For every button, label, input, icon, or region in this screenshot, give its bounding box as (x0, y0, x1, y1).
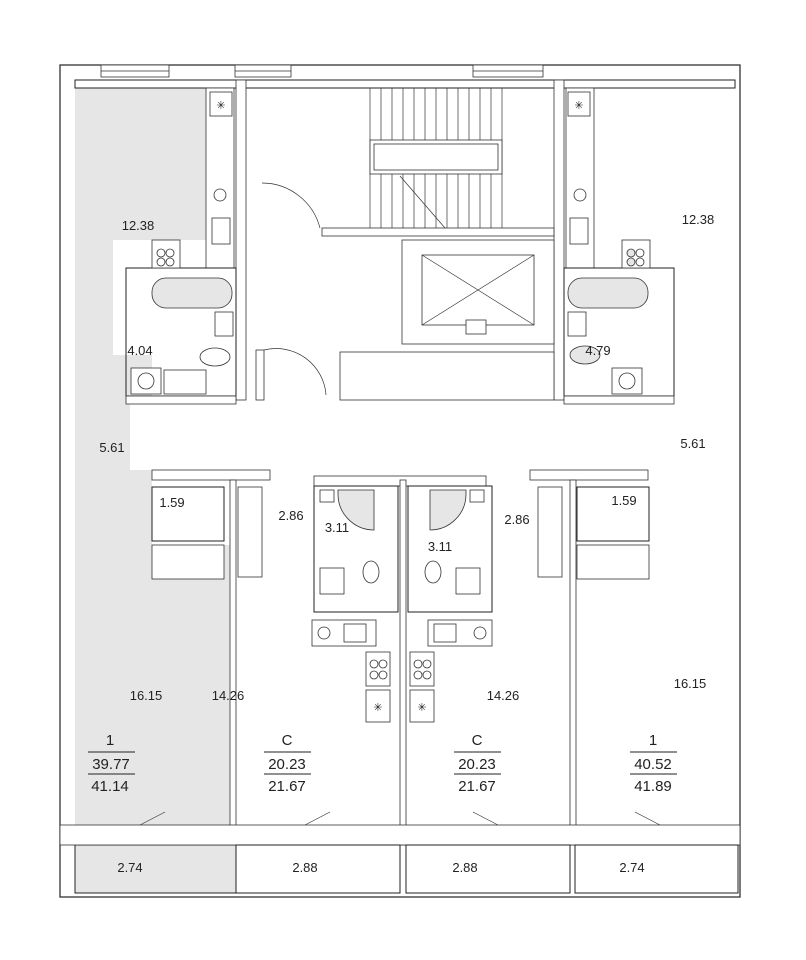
area-left-hall: 5.61 (99, 440, 124, 455)
fridge-icon: ✳ (373, 701, 382, 714)
sink-icon (569, 217, 589, 245)
unit-living-area: 20.23 (458, 756, 496, 773)
top-windows (100, 64, 544, 78)
area-right-living: 16.15 (674, 676, 707, 691)
dishwasher-icon (317, 626, 331, 640)
unit-type: С (282, 732, 293, 749)
balcony-door-4[interactable] (634, 811, 661, 826)
washing-machine-icon (319, 567, 345, 595)
washbasin-icon (567, 311, 587, 337)
area-right-closet: 1.59 (611, 493, 636, 508)
door-stair-upper[interactable] (261, 182, 321, 229)
toilet-icon (424, 560, 442, 584)
area-studio-left-room: 14.26 (212, 688, 245, 703)
studio-left-fixtures: ✳ (311, 489, 391, 723)
unit-total-area: 21.67 (458, 778, 496, 795)
fridge-icon: ✳ (417, 701, 426, 714)
unit-type: 1 (649, 732, 657, 749)
unit-living-area: 20.23 (268, 756, 306, 773)
toilet-icon (569, 345, 601, 365)
stove-icon (626, 248, 636, 258)
unit-summary-1[interactable]: 1 39.77 41.14 (88, 732, 135, 795)
washbasin-icon (319, 489, 335, 503)
left-kitchen-fixtures: ✳ (130, 91, 234, 395)
apartment-1-left-highlight[interactable] (75, 88, 206, 545)
shower-icon (337, 489, 375, 531)
area-studio-left-bath: 3.11 (325, 520, 349, 535)
unit-summary-3[interactable]: С 20.23 21.67 (454, 732, 501, 795)
balcony-door-2[interactable] (304, 811, 331, 826)
sink-icon (211, 217, 231, 245)
fridge-icon: ✳ (574, 99, 583, 112)
balcony-door-1[interactable] (139, 811, 166, 826)
area-studio-right-room: 14.26 (487, 688, 520, 703)
balcony-area-3: 2.88 (452, 860, 477, 875)
toilet-icon (199, 347, 231, 367)
area-left-closet: 1.59 (159, 495, 184, 510)
bathtub-icon (151, 277, 233, 309)
stove-icon (365, 651, 391, 687)
dishwasher-icon (213, 188, 227, 202)
area-right-kitchen: 12.38 (682, 212, 715, 227)
unit-summary-4[interactable]: 1 40.52 41.89 (630, 732, 677, 795)
unit-total-area: 21.67 (268, 778, 306, 795)
washbasin-icon (214, 311, 234, 337)
area-right-bath: 4.79 (585, 343, 610, 358)
studio-right-fixtures: ✳ (409, 489, 493, 723)
sink-icon (343, 623, 367, 643)
sink-icon (433, 623, 457, 643)
staircase[interactable] (369, 88, 503, 229)
washing-machine-icon (455, 567, 481, 595)
apartment-1-left-living-highlight[interactable] (75, 545, 236, 825)
unit-total-area: 41.89 (634, 778, 672, 795)
washbasin-icon (469, 489, 485, 503)
area-studio-left-hall: 2.86 (278, 508, 303, 523)
unit-summary-2[interactable]: С 20.23 21.67 (264, 732, 311, 795)
stove-icon (409, 651, 435, 687)
unit-living-area: 40.52 (634, 756, 672, 773)
balcony-area-4: 2.74 (619, 860, 644, 875)
area-right-hall: 5.61 (680, 436, 705, 451)
unit-living-area: 39.77 (92, 756, 130, 773)
fridge-icon: ✳ (216, 99, 225, 112)
balcony-area-2: 2.88 (292, 860, 317, 875)
area-left-living: 16.15 (130, 688, 163, 703)
shower-icon (429, 489, 467, 531)
elevator (421, 254, 535, 335)
dishwasher-icon (573, 188, 587, 202)
dishwasher-icon (473, 626, 487, 640)
right-kitchen-fixtures: ✳ (567, 91, 651, 395)
balcony-door-3[interactable] (472, 811, 499, 826)
unit-type: С (472, 732, 483, 749)
toilet-icon (362, 560, 380, 584)
door-stair-lower[interactable] (263, 348, 327, 396)
area-left-bath: 4.04 (127, 343, 152, 358)
stove-icon (156, 248, 166, 258)
unit-type: 1 (106, 732, 114, 749)
area-studio-right-bath: 3.11 (428, 539, 452, 554)
bathtub-icon (567, 277, 649, 309)
area-studio-right-hall: 2.86 (504, 512, 529, 527)
area-left-kitchen: 12.38 (122, 218, 155, 233)
unit-total-area: 41.14 (91, 778, 129, 795)
balcony-area-1: 2.74 (117, 860, 142, 875)
balcony-left-highlight[interactable] (74, 844, 237, 894)
